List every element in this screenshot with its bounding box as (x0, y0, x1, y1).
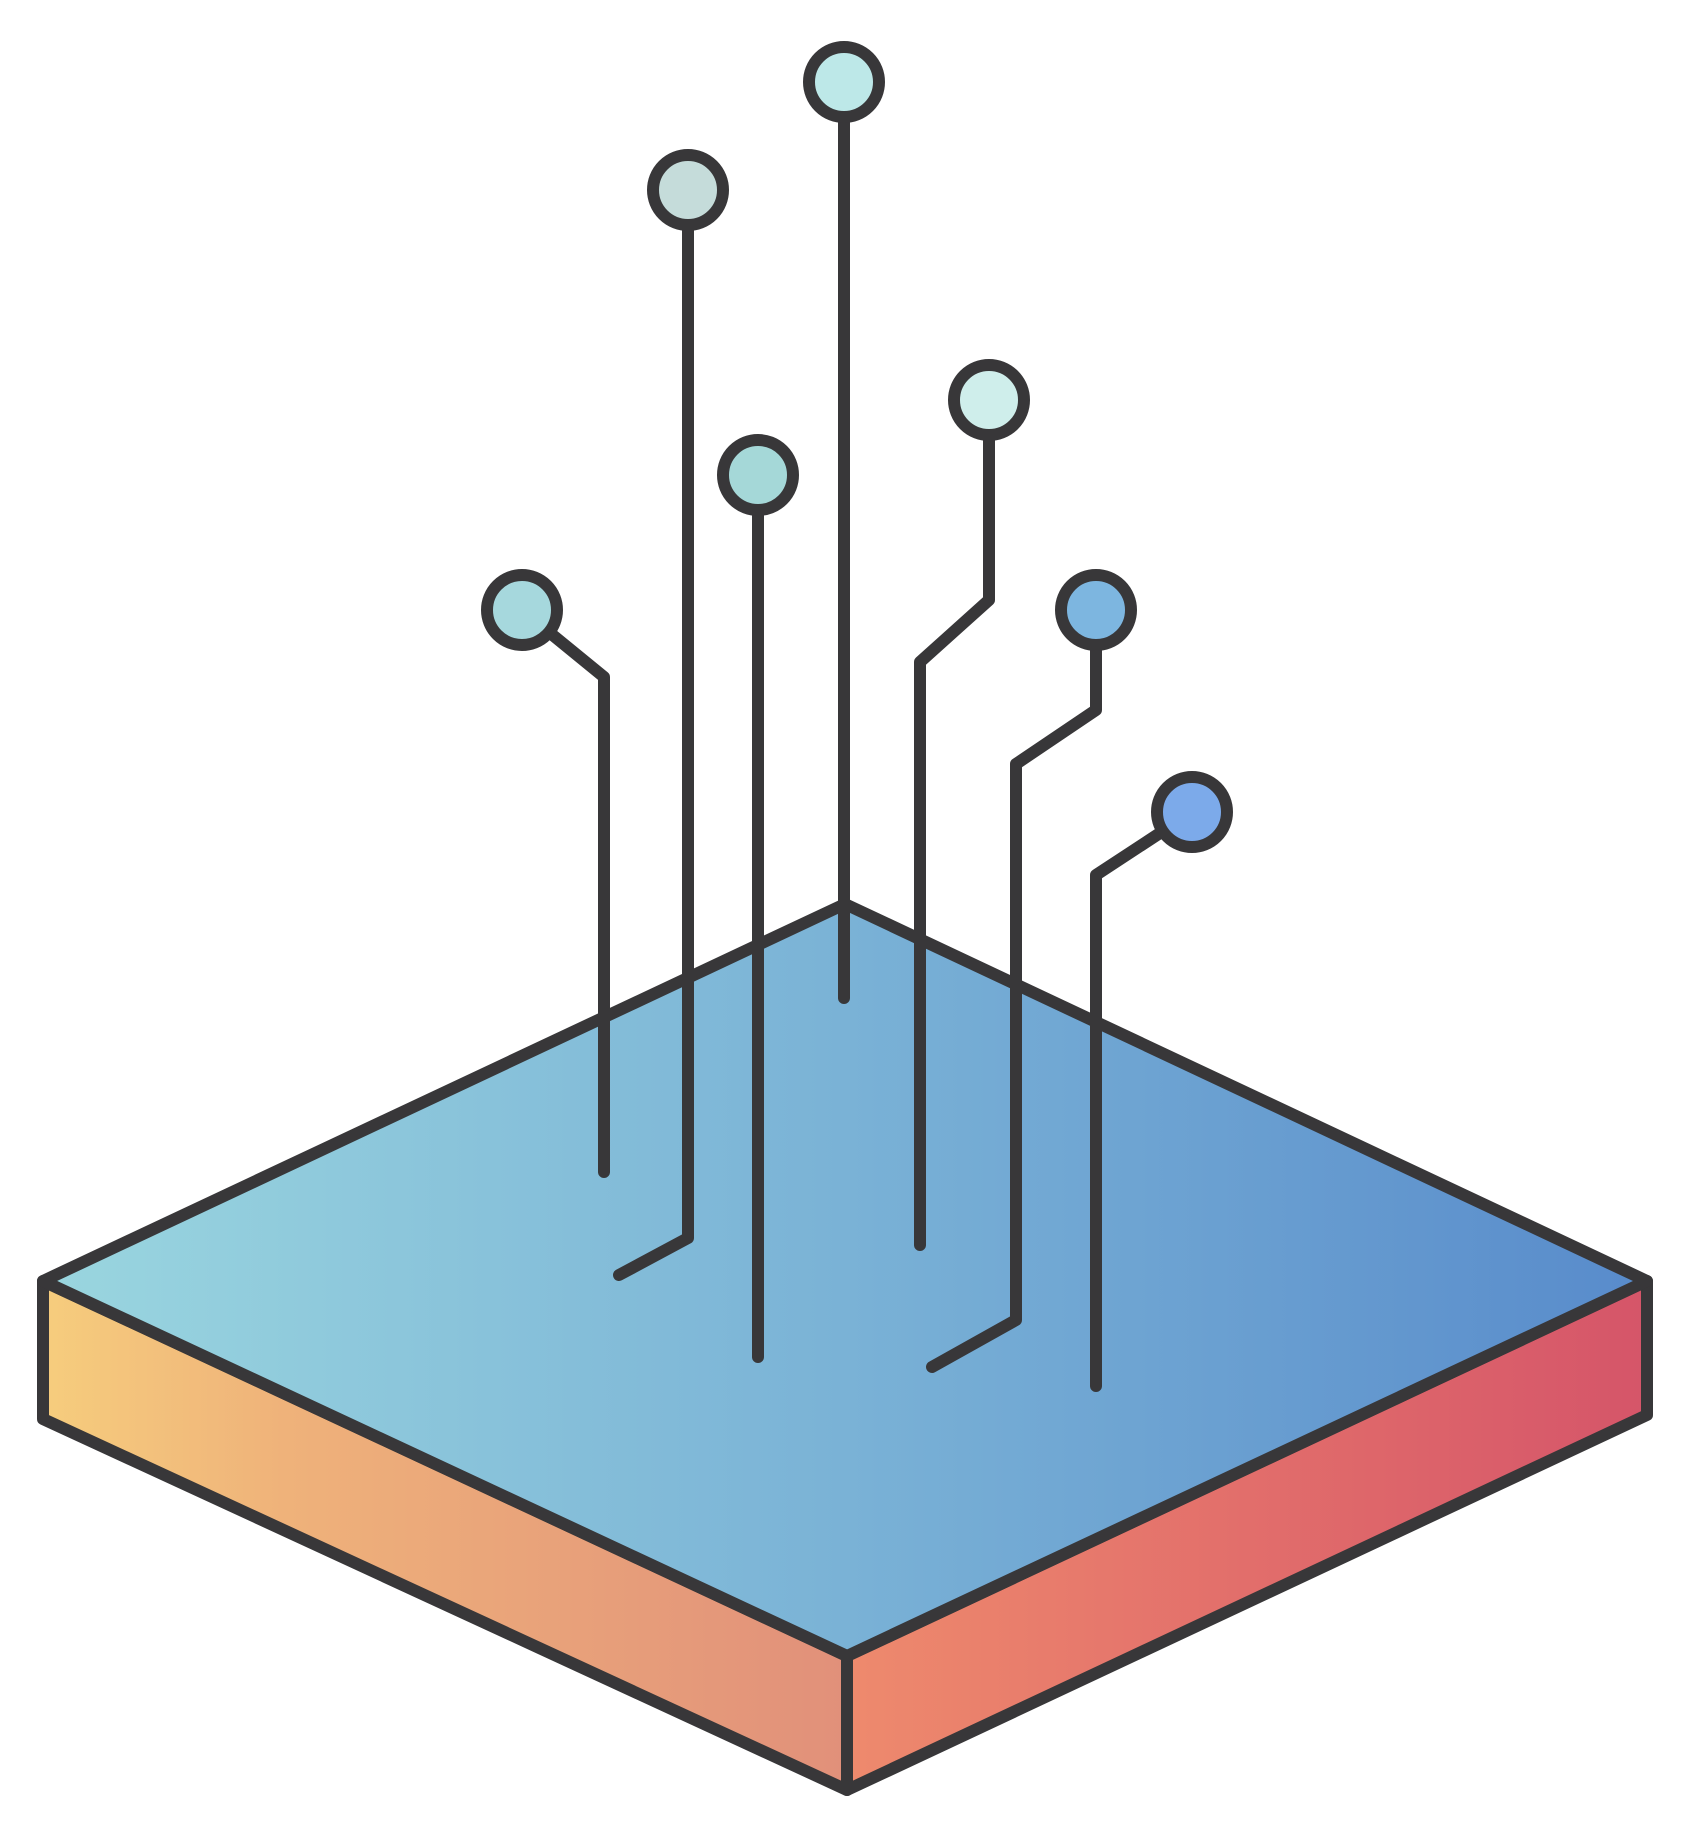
node-5 (948, 359, 1030, 441)
node-2 (647, 149, 729, 231)
node-4 (803, 41, 885, 123)
trace-2 (613, 217, 694, 1281)
node-7 (1151, 771, 1233, 853)
platform-top-face (37, 898, 1653, 1662)
node-1 (481, 569, 563, 651)
node-3 (717, 434, 799, 516)
trace-5 (914, 429, 995, 1251)
trace-6 (926, 639, 1102, 1373)
node-6 (1055, 569, 1137, 651)
